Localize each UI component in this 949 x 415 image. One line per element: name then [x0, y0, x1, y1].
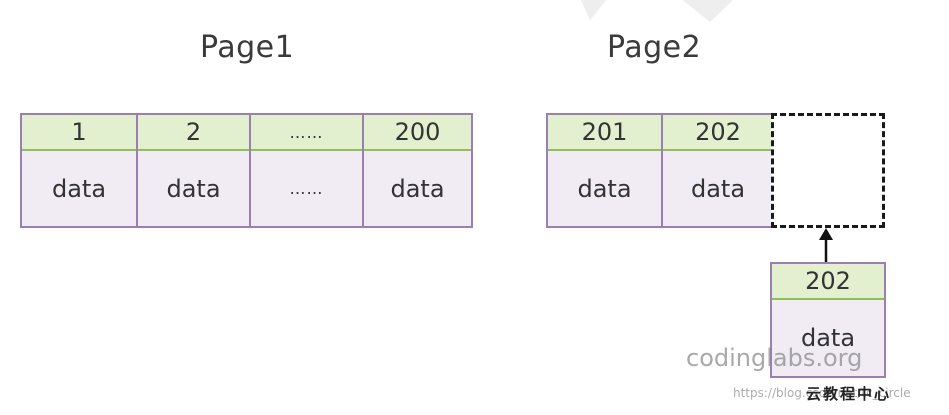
- page1-column: …… ……: [249, 115, 362, 226]
- page2-table: 201 data 202 data: [546, 113, 773, 228]
- new-record-data: data: [772, 300, 884, 376]
- page2-title: Page2: [607, 30, 702, 65]
- page1-column: 200 data: [362, 115, 471, 226]
- watermark-brand: 云教程中心: [806, 385, 892, 403]
- record-data: data: [22, 151, 136, 226]
- arrow-up-icon: [819, 228, 833, 264]
- record-key: 200: [364, 115, 471, 151]
- page2-column: 202 data: [661, 115, 773, 226]
- record-data: data: [364, 151, 471, 226]
- watermark-blog-url: https://blog.csdn.net/tc_circle: [733, 386, 911, 400]
- record-key-ellipsis: ……: [251, 115, 362, 151]
- record-key: 202: [663, 115, 773, 151]
- record-data: data: [663, 151, 773, 226]
- page1-column: 1 data: [22, 115, 136, 226]
- new-record: 202 data: [770, 262, 886, 378]
- page1-title: Page1: [200, 30, 295, 65]
- new-record-key: 202: [772, 264, 884, 300]
- record-data-ellipsis: ……: [251, 151, 362, 226]
- watermark-site: codinglabs.org: [686, 344, 863, 372]
- record-key: 1: [22, 115, 136, 151]
- top-decoration: [580, 0, 733, 22]
- page1-column: 2 data: [136, 115, 249, 226]
- empty-slot: [771, 113, 885, 228]
- record-data: data: [138, 151, 249, 226]
- record-data: data: [548, 151, 661, 226]
- page2-column: 201 data: [548, 115, 661, 226]
- page1-table: 1 data 2 data …… …… 200 data: [20, 113, 473, 228]
- record-key: 2: [138, 115, 249, 151]
- record-key: 201: [548, 115, 661, 151]
